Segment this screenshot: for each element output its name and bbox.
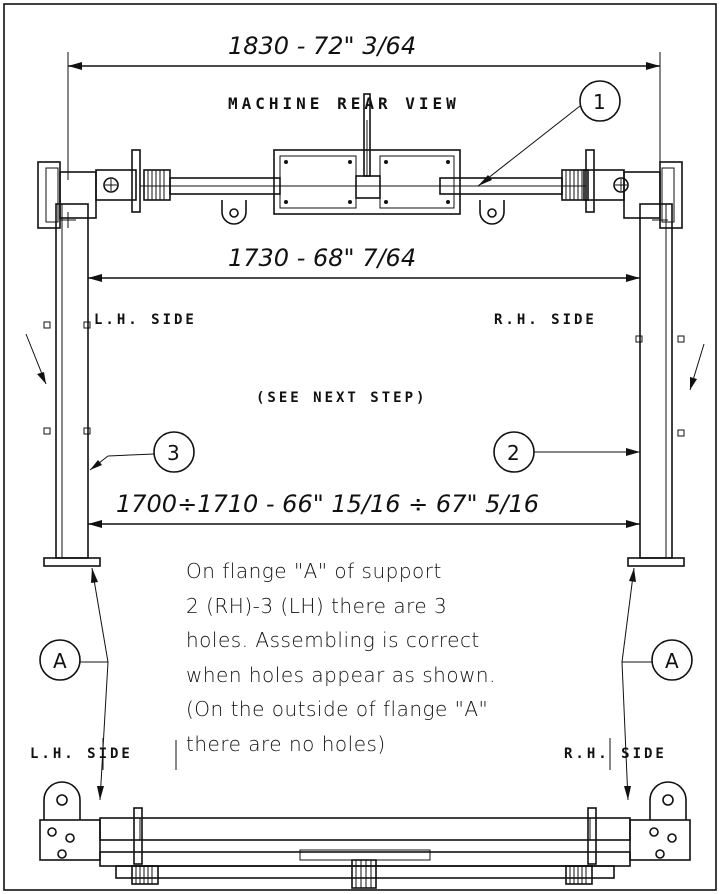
dimension-bottom-text: 1700÷1710 - 66" 15/16 ÷ 67" 5/16 xyxy=(116,490,539,518)
note-line: On flange "A" of support xyxy=(186,559,442,583)
note-line: (On the outside of flange "A" xyxy=(186,697,489,721)
lh-side-label-lower: L.H. SIDE xyxy=(30,746,133,762)
dimension-top-text: 1830 - 72" 3/64 xyxy=(228,32,416,60)
callout-3-text: 3 xyxy=(167,441,180,465)
callout-1-text: 1 xyxy=(593,90,606,114)
callout-a-right-text: A xyxy=(665,649,679,673)
bottom-assembly-view xyxy=(39,781,691,889)
callout-a-left-text: A xyxy=(53,649,67,673)
rear-axle-assembly xyxy=(37,93,683,229)
assembly-note: On flange "A" of support 2 (RH)-3 (LH) t… xyxy=(186,554,526,761)
note-line: there are no holes) xyxy=(186,731,386,756)
rh-side-label-lower: R.H. SIDE xyxy=(564,746,667,762)
right-support xyxy=(627,203,685,567)
callout-1: 1 xyxy=(477,80,621,187)
dimension-middle: 1730 - 68" 7/64 xyxy=(88,244,640,282)
see-next-step-text: (SEE NEXT STEP) xyxy=(256,390,427,406)
note-line: 2 (RH)-3 (LH) there are 3 xyxy=(186,593,448,618)
callout-2-text: 2 xyxy=(507,441,520,465)
callout-a-left: A xyxy=(39,567,109,801)
lh-side-label-upper: L.H. SIDE xyxy=(94,312,197,328)
dimension-top: 1830 - 72" 3/64 xyxy=(67,32,661,180)
callout-2: 2 xyxy=(493,431,640,473)
dimension-bottom: 1700÷1710 - 66" 15/16 ÷ 67" 5/16 xyxy=(88,490,640,528)
left-support xyxy=(43,203,101,567)
dimension-middle-text: 1730 - 68" 7/64 xyxy=(228,244,416,272)
note-line: when holes appear as shown. xyxy=(186,662,496,687)
drawing-frame xyxy=(3,3,717,891)
rh-side-label-upper: R.H. SIDE xyxy=(494,312,597,328)
note-line: holes. Assembling is correct xyxy=(186,628,480,652)
drawing-title: MACHINE REAR VIEW xyxy=(228,94,460,113)
callout-3: 3 xyxy=(89,431,195,473)
callout-a-right: A xyxy=(621,567,693,801)
